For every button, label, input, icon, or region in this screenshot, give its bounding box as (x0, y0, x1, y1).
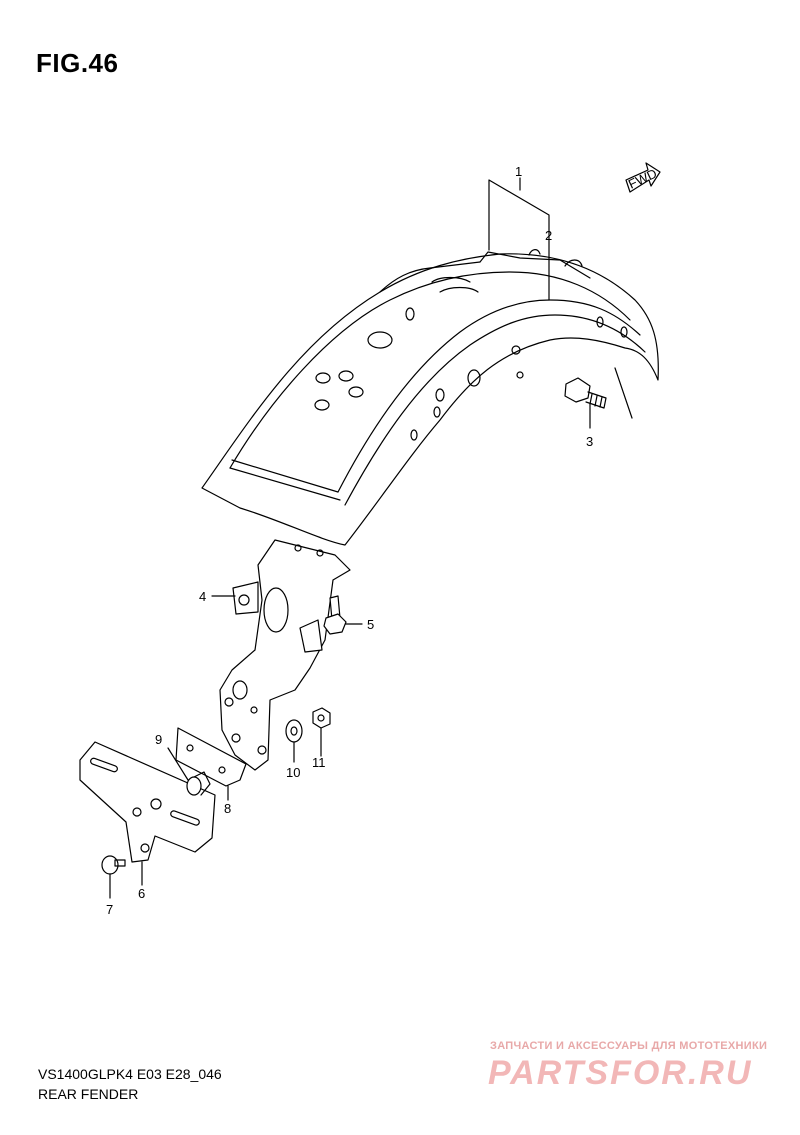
model-code: VS1400GLPK4 E03 E28_046 (38, 1066, 222, 1082)
callout-numbers: 1 2 3 4 5 6 7 8 9 10 11 (106, 164, 593, 917)
bracket-8 (175, 727, 247, 801)
callout-2: 2 (545, 228, 552, 243)
watermark-subtitle: ЗАПЧАСТИ И АКСЕССУАРЫ ДЛЯ МОТОТЕХНИКИ (490, 1040, 768, 1052)
callout-3: 3 (586, 434, 593, 449)
fwd-arrow-icon: FWD (625, 162, 661, 193)
bolt-3 (564, 367, 633, 429)
callout-10: 10 (286, 765, 300, 780)
callout-6: 6 (138, 886, 145, 901)
callout-8: 8 (224, 801, 231, 816)
bolt-5 (323, 595, 363, 635)
fwd-label: FWD (626, 166, 659, 192)
washer-10 (285, 719, 303, 763)
screw-7 (101, 855, 126, 899)
callout-7: 7 (106, 902, 113, 917)
watermark-logo: PARTSFOR.RU (488, 1054, 753, 1092)
callout-5: 5 (367, 617, 374, 632)
callout-1: 1 (515, 164, 522, 179)
collar-9 (167, 747, 211, 796)
figure-title: FIG.46 (36, 48, 119, 78)
callout-11: 11 (312, 755, 326, 770)
leader-lines-1-2 (488, 177, 550, 301)
callout-9: 9 (155, 732, 162, 747)
rear-fender (201, 249, 659, 546)
section-name: REAR FENDER (38, 1086, 139, 1102)
license-plate-bracket-6 (79, 741, 216, 886)
nut-11 (312, 707, 331, 757)
fender-bracket-4 (211, 539, 351, 771)
callout-4: 4 (199, 589, 206, 604)
